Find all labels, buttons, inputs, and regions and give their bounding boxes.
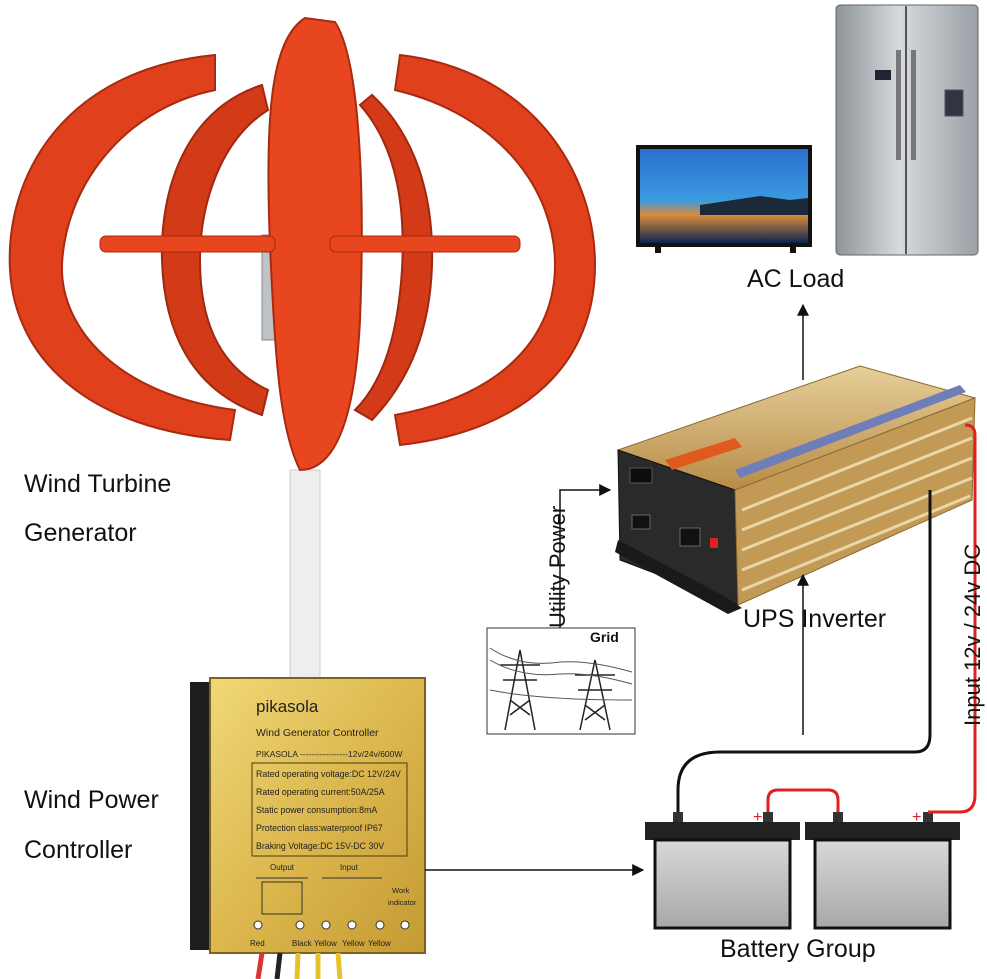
inverter-display <box>629 467 653 484</box>
ac-load-label: AC Load <box>747 265 845 293</box>
series-link-wire <box>766 788 840 812</box>
inverter-socket-left <box>631 514 651 530</box>
inverter-orange-tag <box>665 438 742 470</box>
controller-title: Wind Generator Controller <box>256 727 379 739</box>
grid-frame <box>486 627 636 735</box>
fridge-handle-left <box>896 50 901 160</box>
pylon-left <box>500 649 540 731</box>
battery-1-pos-terminal <box>763 812 773 822</box>
controller-brand: pikasola <box>256 697 319 716</box>
tv-skyline <box>700 196 808 215</box>
turbine-blade-center <box>267 16 363 472</box>
inverter-fins <box>741 416 973 592</box>
inverter-label-strip <box>735 385 966 478</box>
television <box>636 145 812 253</box>
controller-wires <box>255 952 343 979</box>
wire-label-yellow-1: Yellow <box>314 939 337 948</box>
controller-terminals <box>253 920 385 930</box>
battery-2-lid <box>805 822 960 840</box>
controller-spec-2: Static power consumption:8mA <box>256 805 377 815</box>
fridge-display <box>875 70 891 80</box>
grid-illustration <box>486 627 636 735</box>
turbine-blade-right <box>393 53 597 447</box>
wire-label-yellow-3: Yellow <box>368 939 391 948</box>
fridge-dispenser <box>944 89 964 117</box>
battery-2-minus: - <box>834 811 839 827</box>
battery-2-plus: + <box>912 809 921 826</box>
controller-body <box>209 677 426 954</box>
wire-label-red: Red <box>250 939 265 948</box>
battery-1-minus: - <box>674 811 679 827</box>
arrow-grid-to-inverter <box>559 484 612 628</box>
controller-spec-3: Protection class:waterproof IP67 <box>256 823 383 833</box>
work-indicator-light <box>400 920 410 930</box>
wind-turbine-label-line1: Wind Turbine <box>24 470 172 498</box>
controller-indicator-label: indicator <box>388 898 417 907</box>
controller-spec-4: Braking Voltage:DC 15V-DC 30V <box>256 841 384 851</box>
inverter-power-switch <box>710 538 718 548</box>
wind-turbine <box>8 16 597 691</box>
wire-label-yellow-2: Yellow <box>342 939 365 948</box>
fridge-handle-right <box>911 50 916 160</box>
controller-input-label: Input <box>340 863 359 872</box>
controller-output-battery-symbol <box>261 881 303 915</box>
battery-1-neg-terminal <box>673 812 683 822</box>
turbine-pole <box>289 469 321 691</box>
battery-group <box>645 812 960 930</box>
tv-screen <box>640 149 808 243</box>
battery-1-plus: + <box>753 809 762 826</box>
ups-inverter-label: UPS Inverter <box>743 605 887 633</box>
battery-2-pos-terminal <box>923 812 933 822</box>
negative-wire <box>676 490 932 812</box>
turbine-arm-right <box>329 235 521 253</box>
wind-power-controller <box>190 677 426 979</box>
battery-1-lid <box>645 822 800 840</box>
controller-work-label: Work <box>392 886 410 895</box>
inverter-side <box>734 397 976 606</box>
turbine-arm-left <box>99 235 276 253</box>
wind-power-label-line1: Wind Power <box>24 786 159 814</box>
battery-2-neg-terminal <box>833 812 843 822</box>
controller-spec-1: Rated operating current:50A/25A <box>256 787 385 797</box>
tv-stand-left <box>655 247 661 253</box>
tv-stand-right <box>790 247 796 253</box>
pylon-right <box>575 659 615 731</box>
controller-output-label: Output <box>270 863 295 872</box>
wind-power-label-line2: Controller <box>24 836 133 864</box>
grid-label: Grid <box>590 629 619 645</box>
utility-power-label: Utility Power <box>545 505 570 628</box>
inverter-foot <box>615 540 742 614</box>
turbine-blade-right-inner <box>353 93 434 422</box>
battery-2-body <box>813 838 952 930</box>
controller-spec-box <box>251 762 408 857</box>
input-dc-label: Input 12v / 24v DC <box>960 543 985 726</box>
positive-wire <box>928 423 977 814</box>
ups-inverter <box>615 365 977 614</box>
wire-label-black: Black <box>292 939 313 948</box>
power-lines <box>489 647 633 701</box>
controller-spec-0: Rated operating voltage:DC 12V/24V <box>256 769 401 779</box>
turbine-blade-left <box>8 53 237 442</box>
battery-1-body <box>653 838 792 930</box>
inverter-socket-center <box>679 527 701 547</box>
refrigerator <box>835 4 979 256</box>
turbine-blade-left-inner <box>160 83 270 417</box>
battery-group-label: Battery Group <box>720 935 876 963</box>
wind-turbine-label-line2: Generator <box>24 519 137 547</box>
controller-model: PIKASOLA -----------------12v/24v/600W <box>256 749 402 759</box>
